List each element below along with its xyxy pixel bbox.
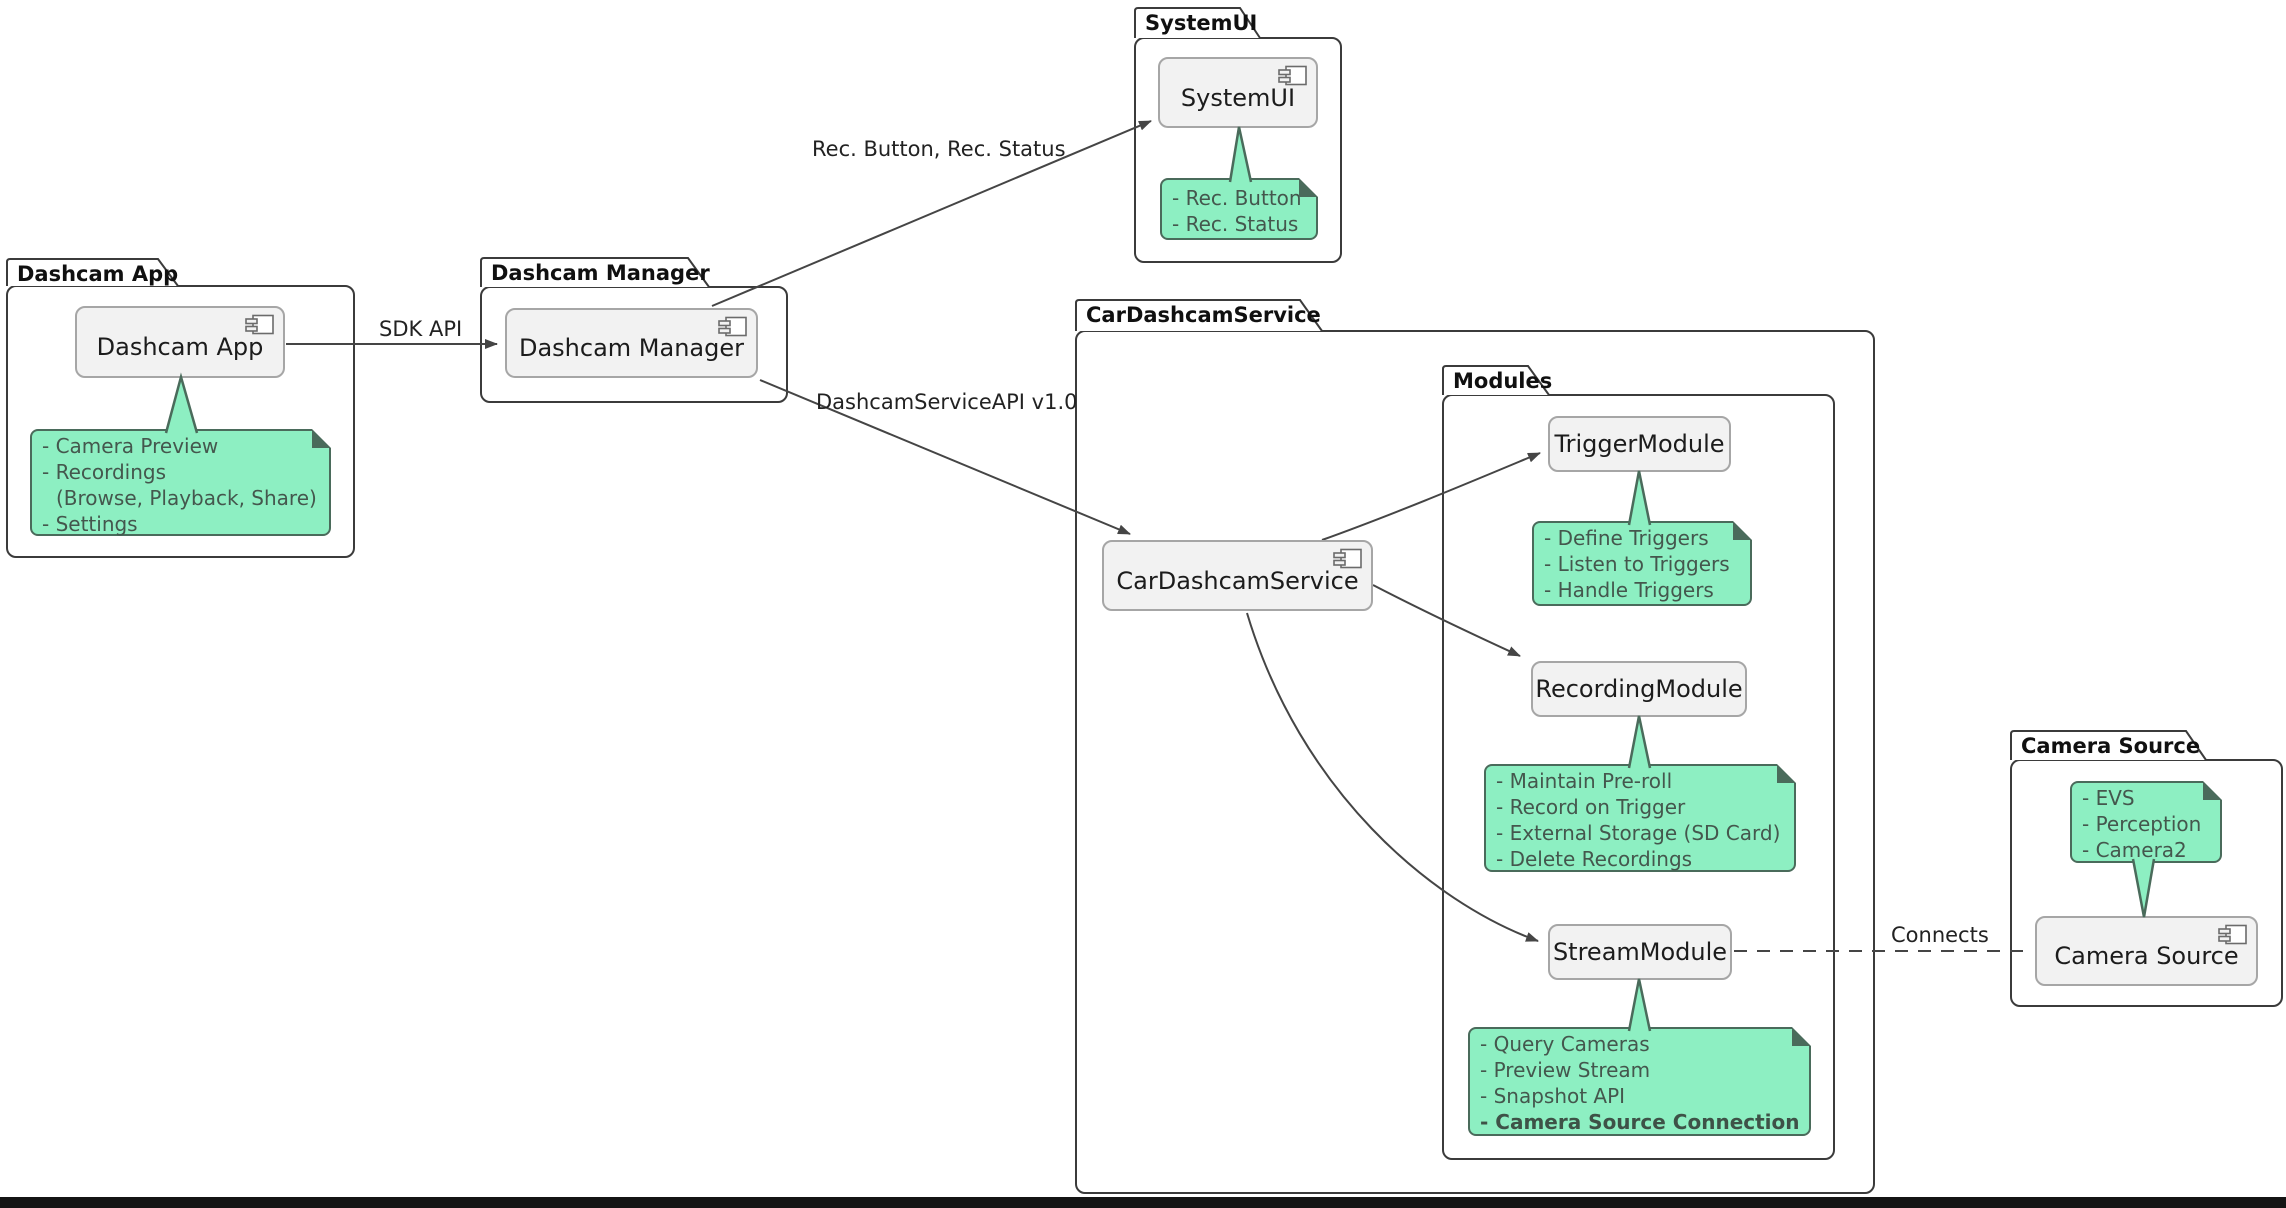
- package-title-car-dashcam-service: CarDashcamService: [1086, 303, 1321, 327]
- component-label: Camera Source: [2054, 942, 2239, 970]
- note-dashcam-app: - Camera Preview - Recordings (Browse, P…: [30, 429, 331, 536]
- component-label: CarDashcamService: [1116, 566, 1359, 595]
- component-car-dashcam-service: CarDashcamService: [1102, 540, 1373, 611]
- component-label: SystemUI: [1180, 83, 1296, 112]
- note-line: - Handle Triggers: [1544, 578, 1714, 602]
- note-fold-icon: [2203, 781, 2222, 800]
- note-line: (Browse, Playback, Share): [56, 486, 317, 510]
- component-icon: [245, 314, 274, 335]
- note-line: - Settings: [42, 512, 138, 536]
- note-line: - Camera Preview: [42, 434, 219, 458]
- note-recording-module: - Maintain Pre-roll - Record on Trigger …: [1484, 764, 1796, 872]
- component-camera-source: Camera Source: [2035, 916, 2258, 986]
- note-line: - Rec. Status: [1172, 212, 1299, 236]
- note-camera-source: - EVS - Perception - Camera2: [2070, 781, 2222, 863]
- package-title-modules: Modules: [1453, 369, 1553, 393]
- note-line: - Preview Stream: [1480, 1058, 1651, 1082]
- note-line: - Perception: [2082, 812, 2202, 836]
- note-line: - EVS: [2082, 786, 2135, 810]
- note-systemui: - Rec. Button - Rec. Status: [1160, 178, 1318, 240]
- note-line: - Camera2: [2082, 838, 2187, 862]
- package-title-dashcam-manager: Dashcam Manager: [491, 261, 710, 285]
- edge-label-connects: Connects: [1891, 923, 1989, 947]
- note-line: - Delete Recordings: [1496, 847, 1693, 871]
- edge-to-recording-module: [1372, 584, 1521, 657]
- note-line: - Maintain Pre-roll: [1496, 769, 1673, 793]
- component-label: TriggerModule: [1554, 430, 1725, 458]
- package-title-camera-source: Camera Source: [2021, 734, 2201, 758]
- component-trigger-module: TriggerModule: [1548, 416, 1731, 472]
- edge-label-rec-button-status: Rec. Button, Rec. Status: [812, 137, 1066, 161]
- note-line: - Record on Trigger: [1496, 795, 1686, 819]
- package-title-systemui: SystemUI: [1145, 11, 1258, 35]
- component-systemui: SystemUI: [1158, 57, 1318, 128]
- note-line: - Query Cameras: [1480, 1032, 1650, 1056]
- note-stream-module: - Query Cameras - Preview Stream - Snaps…: [1468, 1027, 1811, 1136]
- component-stream-module: StreamModule: [1548, 924, 1732, 980]
- component-label: StreamModule: [1552, 938, 1728, 966]
- note-line: - External Storage (SD Card): [1496, 821, 1781, 845]
- component-icon: [718, 316, 747, 337]
- note-fold-icon: [1777, 764, 1796, 783]
- note-fold-icon: [1299, 178, 1318, 197]
- component-icon: [1333, 548, 1362, 569]
- component-label: Dashcam Manager: [518, 334, 744, 362]
- note-fold-icon: [1792, 1027, 1811, 1046]
- bottom-bar: [0, 1197, 2286, 1208]
- component-recording-module: RecordingModule: [1531, 661, 1747, 717]
- edge-label-dashcam-service-api: DashcamServiceAPI v1.0: [816, 390, 1078, 414]
- component-icon: [1278, 65, 1307, 86]
- component-label: Dashcam App: [96, 333, 264, 361]
- edge-to-trigger-module: [1321, 452, 1541, 541]
- component-dashcam-manager: Dashcam Manager: [505, 308, 758, 378]
- note-fold-icon: [1733, 521, 1752, 540]
- note-line: - Rec. Button: [1172, 186, 1302, 210]
- note-line: - Listen to Triggers: [1544, 552, 1730, 576]
- note-line: - Recordings: [42, 460, 167, 484]
- edge-label-sdk-api: SDK API: [379, 317, 463, 341]
- note-line: - Snapshot API: [1480, 1084, 1626, 1108]
- component-dashcam-app: Dashcam App: [75, 306, 285, 378]
- note-trigger-module: - Define Triggers - Listen to Triggers -…: [1532, 521, 1752, 606]
- component-label: RecordingModule: [1535, 675, 1743, 703]
- note-line: - Camera Source Connection: [1480, 1110, 1800, 1134]
- note-line: - Define Triggers: [1544, 526, 1709, 550]
- component-icon: [2218, 924, 2247, 945]
- note-fold-icon: [312, 429, 331, 448]
- package-title-dashcam-app: Dashcam App: [17, 262, 179, 286]
